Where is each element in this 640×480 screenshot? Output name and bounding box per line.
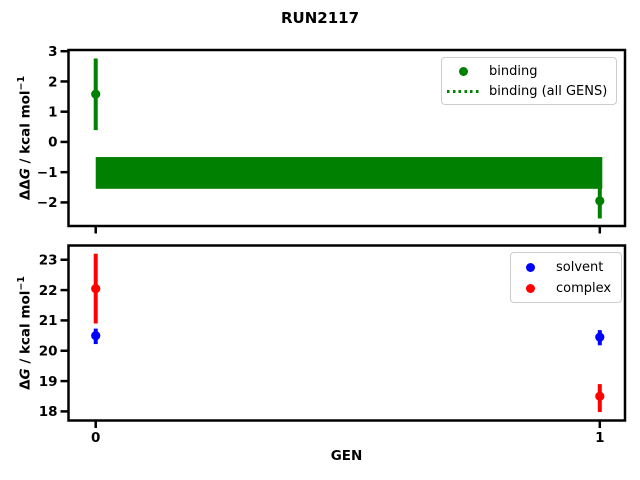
ylabel-bottom-exponent: −1	[16, 276, 27, 291]
legend-item-solvent: solvent	[511, 257, 621, 278]
ylabel-bottom-prefix: Δ	[17, 379, 34, 390]
data-point-complex	[595, 391, 605, 401]
solvent-dot-icon	[525, 263, 535, 272]
y-tick-label: 22	[39, 283, 58, 299]
legend-item-binding-all-gens: binding (all GENS)	[442, 82, 616, 102]
y-tick-label: 18	[39, 404, 58, 420]
binding-all-gens-dotted-line-icon	[446, 89, 480, 93]
data-point-solvent	[91, 330, 101, 341]
y-tick-label: 19	[39, 374, 58, 390]
data-point-solvent	[595, 332, 605, 342]
y-tick-label: 1	[48, 104, 57, 120]
legend-item-complex: complex	[511, 278, 621, 299]
ylabel-bottom-units: / kcal mol	[17, 290, 34, 369]
y-tick-label: 3	[48, 44, 57, 60]
x-tick-label: 0	[91, 430, 100, 446]
x-axis-label: GEN	[330, 448, 363, 464]
legend-label: binding (all GENS)	[489, 83, 608, 99]
axes-frame	[67, 244, 627, 422]
legend-item-binding: binding	[442, 62, 616, 82]
legend-marker-box	[511, 284, 549, 293]
top-legend: binding binding (all GENS)	[441, 57, 617, 105]
bottom-legend: solvent complex	[510, 252, 622, 303]
ylabel-top-prefix: ΔΔ	[17, 179, 34, 201]
ylabel-bottom-symbol: G	[17, 368, 34, 380]
bottom-y-axis-label: ΔG / kcal mol−1	[11, 245, 34, 421]
uncertainty-band	[95, 157, 603, 189]
data-point-binding	[595, 196, 605, 206]
complex-dot-icon	[525, 284, 535, 293]
ylabel-top-symbol: G	[17, 168, 34, 180]
y-tick-label: 20	[39, 344, 58, 360]
top-y-axis-label: ΔΔG / kcal mol−1	[11, 50, 34, 226]
y-tick-label: −2	[37, 195, 58, 211]
y-tick-label: −1	[37, 165, 58, 181]
figure-title: RUN2117	[280, 9, 360, 27]
axes-frame	[67, 48, 627, 228]
y-tick-label: 21	[39, 313, 58, 329]
y-tick-label: 0	[48, 135, 57, 151]
legend-label: complex	[556, 281, 612, 296]
binding-dot-icon	[458, 67, 468, 77]
x-tick-label: 1	[595, 430, 604, 446]
legend-marker-box	[442, 67, 484, 77]
y-tick-label: 23	[39, 253, 58, 269]
ylabel-top-exponent: −1	[16, 75, 27, 91]
legend-label: binding	[489, 64, 538, 80]
data-point-complex	[91, 283, 101, 294]
legend-marker-box	[511, 263, 549, 272]
data-point-binding	[91, 89, 101, 99]
ylabel-top-units: / kcal mol	[17, 90, 34, 169]
legend-marker-box	[442, 89, 484, 93]
legend-label: solvent	[556, 260, 604, 275]
y-tick-label: 2	[48, 74, 57, 90]
